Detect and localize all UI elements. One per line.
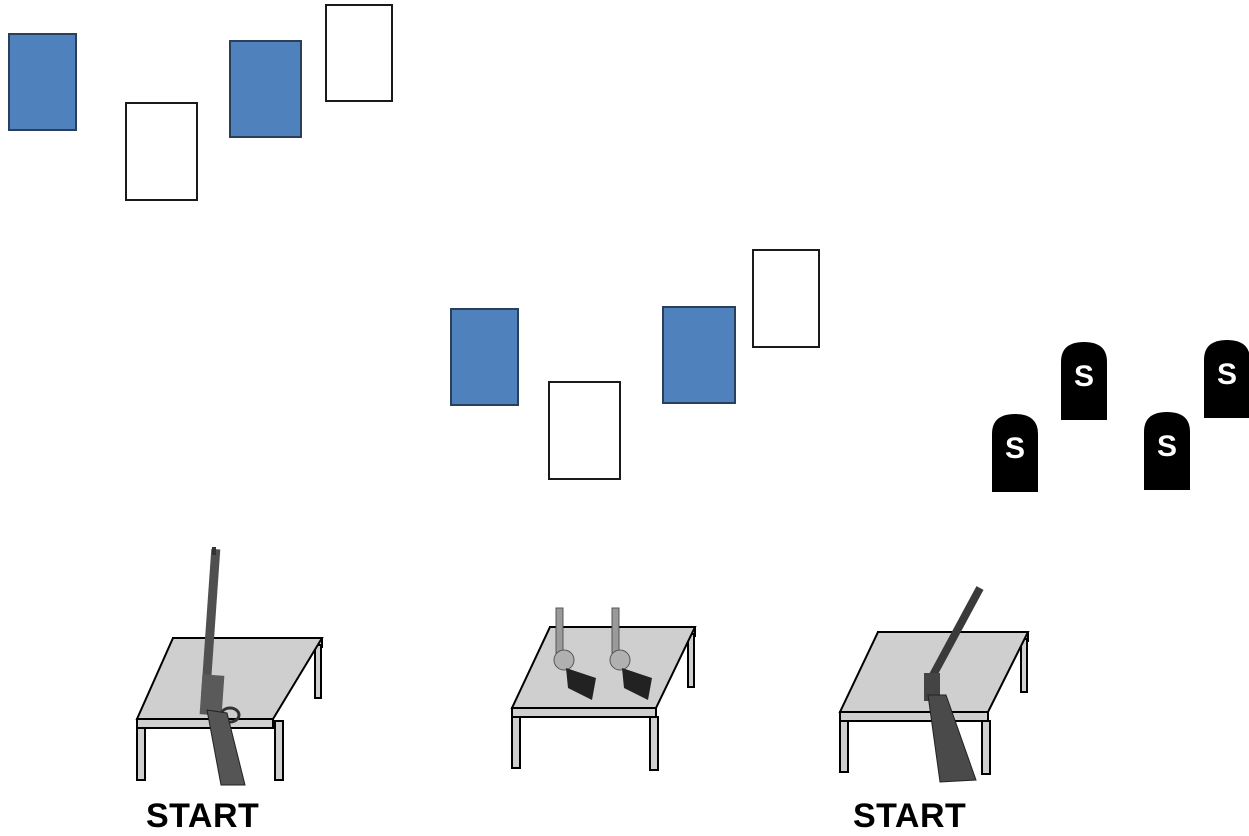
- paper-target-blue: [8, 33, 77, 131]
- steel-target-letter: S: [1217, 358, 1237, 391]
- start-label: START: [146, 797, 259, 836]
- steel-target-letter: S: [1074, 360, 1094, 393]
- paper-target-blue: [662, 306, 736, 404]
- start-label: START: [853, 797, 966, 836]
- steel-target: S: [992, 414, 1038, 492]
- steel-target-letter: S: [1005, 432, 1025, 465]
- paper-target-white: [548, 381, 621, 480]
- table-pistols: [508, 600, 698, 775]
- paper-target-white: [325, 4, 393, 102]
- paper-target-white: [752, 249, 820, 348]
- paper-target-blue: [450, 308, 519, 406]
- steel-target-letter: S: [1157, 430, 1177, 463]
- steel-target: S: [1204, 340, 1249, 418]
- steel-target: S: [1144, 412, 1190, 490]
- table-icon: [512, 627, 695, 770]
- paper-target-blue: [229, 40, 302, 138]
- steel-target: S: [1061, 342, 1107, 420]
- table-rifle: [135, 545, 325, 785]
- table-shotgun: [838, 585, 1033, 785]
- paper-target-white: [125, 102, 198, 201]
